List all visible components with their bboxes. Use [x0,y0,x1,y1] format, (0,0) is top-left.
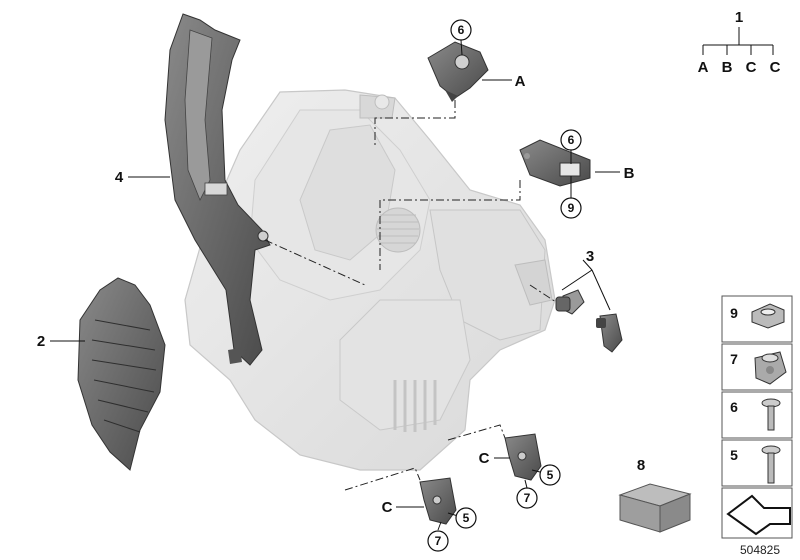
tree-root-label: 1 [735,9,743,26]
label-part-2: 2 [37,333,45,350]
tree-child-c2: C [770,59,781,76]
callout-c1-7: 7 [435,534,442,548]
label-letter-c-left: C [382,499,393,516]
table-row-7-number: 7 [730,351,738,367]
callout-c2-5: 5 [547,468,554,482]
headlight-housing [184,89,556,471]
label-letter-c-right: C [479,450,490,467]
table-row-6-number: 6 [730,399,738,415]
expanding-nut-icon [754,351,787,385]
callout-c2-7: 7 [524,491,531,505]
short-screw-icon [761,398,781,431]
bracket-symbol-icon [726,494,791,536]
label-part-3: 3 [586,248,594,265]
clip-nut-icon [751,303,785,329]
component-b-bracket [519,139,591,187]
fastener-table: 9 7 6 5 [721,295,793,539]
callout-c1-5: 5 [463,511,470,525]
document-number: 504825 [740,543,780,557]
tree-child-a: A [698,59,709,76]
variant-tree: 1 A B C C [698,9,781,76]
leader-lines [50,39,620,531]
long-screw-icon [761,445,781,484]
callout-a-6: 6 [458,23,465,37]
label-letter-a: A [515,73,526,90]
box-part-8 [618,483,692,533]
label-part-8: 8 [637,457,645,474]
bulb-holders-part-3 [555,289,623,353]
dash-dot-lines [264,100,557,491]
cover-part-2 [77,277,166,471]
callout-b-9: 9 [568,201,575,215]
c-bracket-right [504,433,542,481]
bracket-part-4 [164,13,271,366]
label-part-4: 4 [115,169,124,186]
callout-b-6: 6 [568,133,575,147]
c-bracket-left [419,477,457,525]
callout-circles [427,19,582,552]
tree-child-b: B [722,59,733,76]
label-letter-b: B [624,165,635,182]
table-row-9-number: 9 [730,305,738,321]
component-a-bracket [427,41,489,102]
table-row-5-number: 5 [730,447,738,463]
tree-child-c1: C [746,59,757,76]
